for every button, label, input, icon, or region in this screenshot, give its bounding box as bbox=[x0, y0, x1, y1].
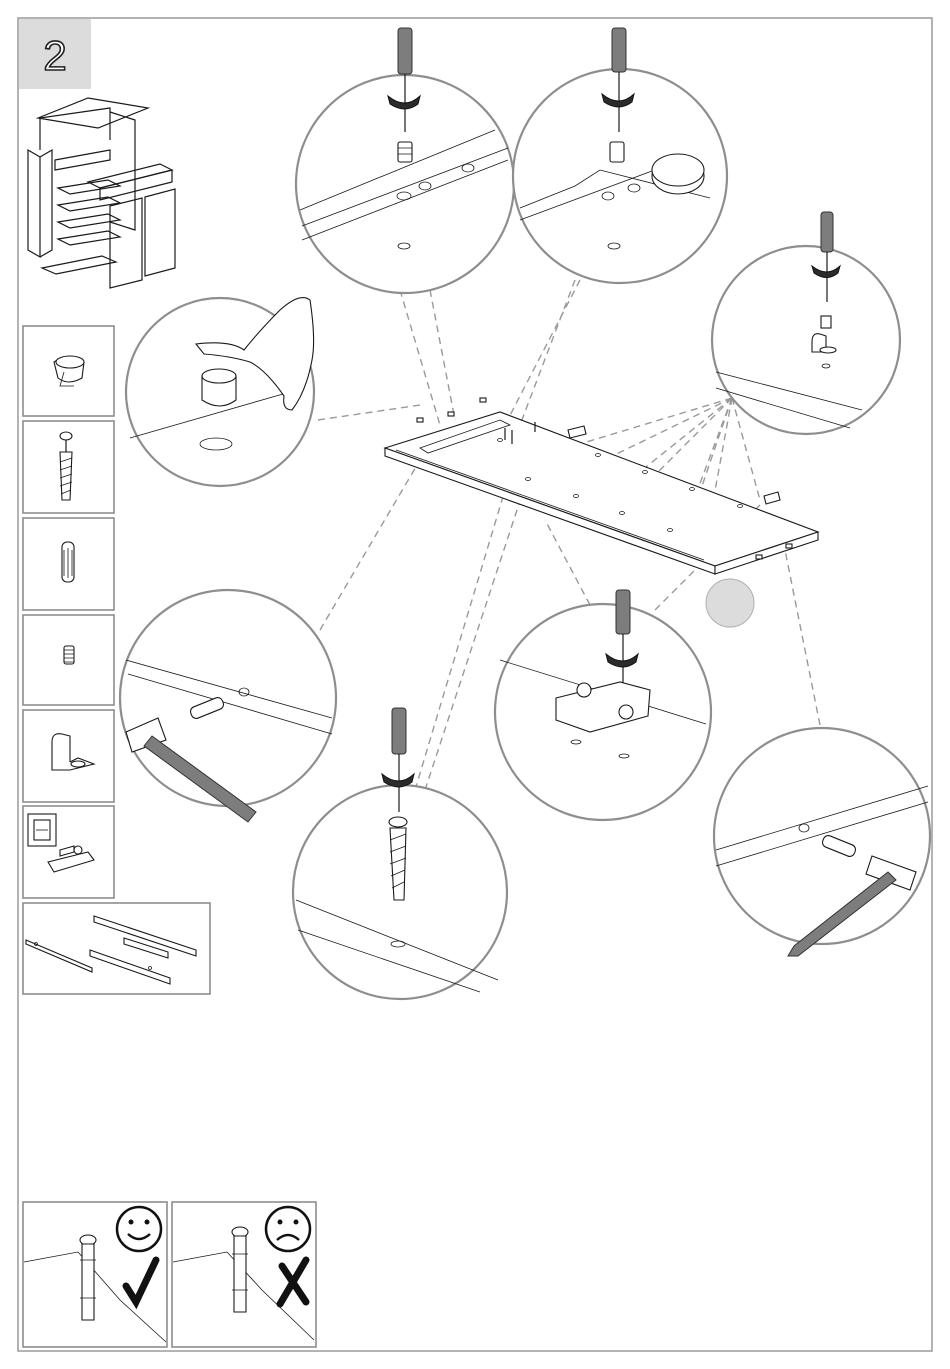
callout-screwdriver-cam-bolt bbox=[293, 708, 507, 999]
position-marker bbox=[706, 579, 754, 627]
part-box-threaded-insert bbox=[23, 615, 114, 705]
callout-screwdriver-insert bbox=[296, 28, 514, 293]
callout-hammer-dowel-right bbox=[714, 728, 930, 956]
threaded-insert-icon bbox=[64, 646, 74, 664]
part-box-dowel bbox=[23, 518, 114, 610]
part-box-hinge-plate bbox=[23, 806, 114, 898]
cabinet-overview-diagram bbox=[28, 98, 175, 288]
quality-check-incorrect bbox=[172, 1202, 316, 1347]
wooden-dowel-icon bbox=[62, 542, 74, 582]
part-box-cam-bolt bbox=[23, 421, 114, 513]
step-badge: 2 bbox=[19, 19, 91, 89]
cabinet-panel-board bbox=[385, 398, 818, 574]
part-box-runners bbox=[23, 903, 210, 994]
sad-face-icon bbox=[266, 1207, 310, 1251]
part-box-cam-lock bbox=[23, 326, 114, 416]
step-number: 2 bbox=[43, 32, 66, 79]
smiley-face-icon bbox=[117, 1207, 161, 1251]
callout-screwdriver-insert-foot bbox=[513, 28, 727, 283]
quality-check-correct bbox=[23, 1202, 167, 1347]
part-box-shelf-support bbox=[23, 710, 114, 802]
callout-hammer-dowel-left bbox=[120, 590, 336, 822]
callout-screwdriver-bracket bbox=[712, 212, 900, 434]
callout-press-cam-lock bbox=[126, 298, 314, 486]
callout-screwdriver-hinge-plate bbox=[495, 590, 711, 820]
